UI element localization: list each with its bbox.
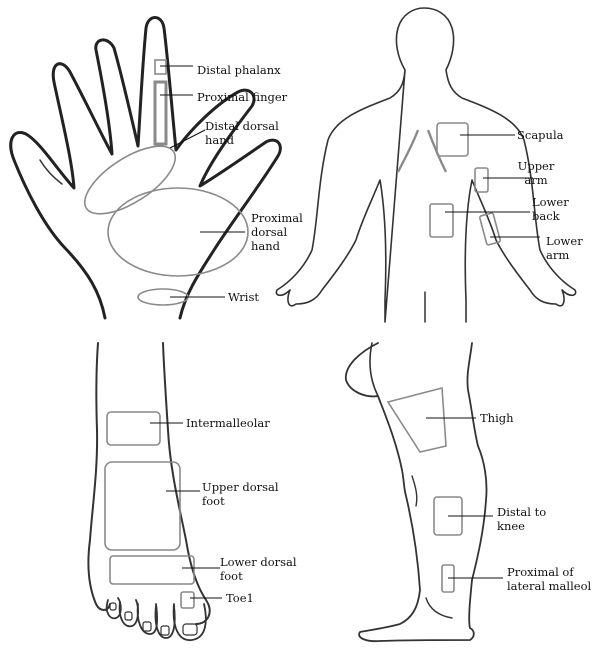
- label-distal-dorsal-hand-line-2: hand: [205, 133, 235, 147]
- buttock-fold: [369, 342, 379, 397]
- label-proximal-dorsal-hand-line-1: Proximal: [251, 211, 303, 225]
- toenail-little: [109, 602, 117, 611]
- label-upper-arm-line-2: arm: [524, 173, 547, 187]
- label-wrist: Wrist: [228, 290, 259, 304]
- label-scapula-line-1: Scapula: [517, 128, 564, 142]
- label-proximal-dorsal-hand-line-3: hand: [251, 239, 281, 253]
- foot-figure: [87, 342, 211, 641]
- label-toe1-line-1: Toe1: [226, 591, 254, 605]
- label-proximal-lateral-malleol-line-1: Proximal of: [507, 565, 574, 579]
- label-proximal-finger: Proximal finger: [197, 90, 288, 104]
- foot-regions: [104, 411, 195, 609]
- upper-arm-region: [474, 167, 489, 193]
- label-intermalleolar: Intermalleolar: [186, 416, 270, 430]
- label-intermalleolar-line-1: Intermalleolar: [186, 416, 270, 430]
- hand-figure: [9, 16, 282, 320]
- label-proximal-lateral-malleol-line-2: lateral malleol: [507, 579, 591, 593]
- shoulder-blade-line-left: [396, 129, 420, 173]
- label-lower-dorsal-foot-line-2: foot: [220, 569, 243, 583]
- ankle-line: [425, 597, 453, 619]
- lower-arm-region: [479, 212, 501, 246]
- label-thigh: Thigh: [480, 411, 514, 425]
- toe-big: [172, 603, 207, 641]
- label-lower-dorsal-foot-line-1: Lower dorsal: [220, 555, 297, 569]
- leg-figure: [345, 342, 488, 643]
- body-back-outline: [275, 7, 577, 323]
- body-back-figure: [275, 7, 577, 323]
- body-back-regions: [429, 122, 501, 246]
- label-lower-arm-line-2: arm: [546, 248, 569, 262]
- thigh-region: [386, 386, 447, 453]
- label-wrist-line-1: Wrist: [228, 290, 259, 304]
- distal-phalanx-region: [154, 59, 167, 75]
- foot-leaders: [150, 422, 222, 599]
- toe1-region: [180, 591, 195, 609]
- toe-fourth: [118, 599, 139, 628]
- label-lower-back-line-1: Lower: [532, 195, 569, 209]
- lower-dorsal-foot-region: [109, 555, 195, 585]
- toenail-third: [142, 621, 152, 632]
- label-distal-phalanx-line-1: Distal phalanx: [197, 63, 281, 77]
- label-upper-arm-line-1: Upper: [518, 159, 555, 173]
- toenail-fourth: [124, 611, 133, 621]
- label-distal-to-knee-line-1: Distal to: [497, 505, 546, 519]
- toenail-big: [182, 623, 198, 636]
- body-back-leaders: [445, 134, 540, 238]
- label-upper-dorsal-foot-line-1: Upper dorsal: [202, 480, 279, 494]
- upper-dorsal-foot-region: [104, 461, 181, 551]
- hand-regions: [83, 59, 249, 306]
- label-upper-dorsal-foot-line-2: foot: [202, 494, 225, 508]
- lower-back-region: [429, 203, 454, 238]
- label-thigh-line-1: Thigh: [480, 411, 514, 425]
- leg-outline: [345, 342, 488, 643]
- leg-regions: [386, 386, 463, 593]
- label-proximal-dorsal-hand-line-2: dorsal: [251, 225, 288, 239]
- labels: Distal phalanx Proximal finger Distal do…: [186, 63, 591, 605]
- toenail-second: [160, 625, 170, 636]
- label-toe1: Toe1: [226, 591, 254, 605]
- toe-second: [154, 605, 176, 639]
- intermalleolar-region: [106, 411, 161, 446]
- proximal-finger-region: [153, 80, 168, 146]
- proximal-dorsal-hand-region: [107, 187, 249, 277]
- label-lower-back-line-2: back: [532, 209, 561, 223]
- distal-dorsal-hand-region: [83, 145, 177, 215]
- knee-crease: [411, 475, 418, 507]
- label-proximal-finger-line-1: Proximal finger: [197, 90, 288, 104]
- toe-third: [136, 603, 158, 635]
- leg-leaders: [426, 417, 503, 579]
- hand-outline: [9, 16, 282, 320]
- label-distal-to-knee-line-2: knee: [497, 519, 525, 533]
- label-distal-phalanx: Distal phalanx: [197, 63, 281, 77]
- label-scapula: Scapula: [517, 128, 564, 142]
- hand-leaders: [160, 65, 245, 298]
- label-distal-dorsal-hand-line-1: Distal dorsal: [205, 119, 279, 133]
- foot-outline: [87, 342, 211, 625]
- thumb-crease: [39, 159, 63, 185]
- label-lower-arm-line-1: Lower: [546, 234, 583, 248]
- scapula-region: [436, 122, 469, 157]
